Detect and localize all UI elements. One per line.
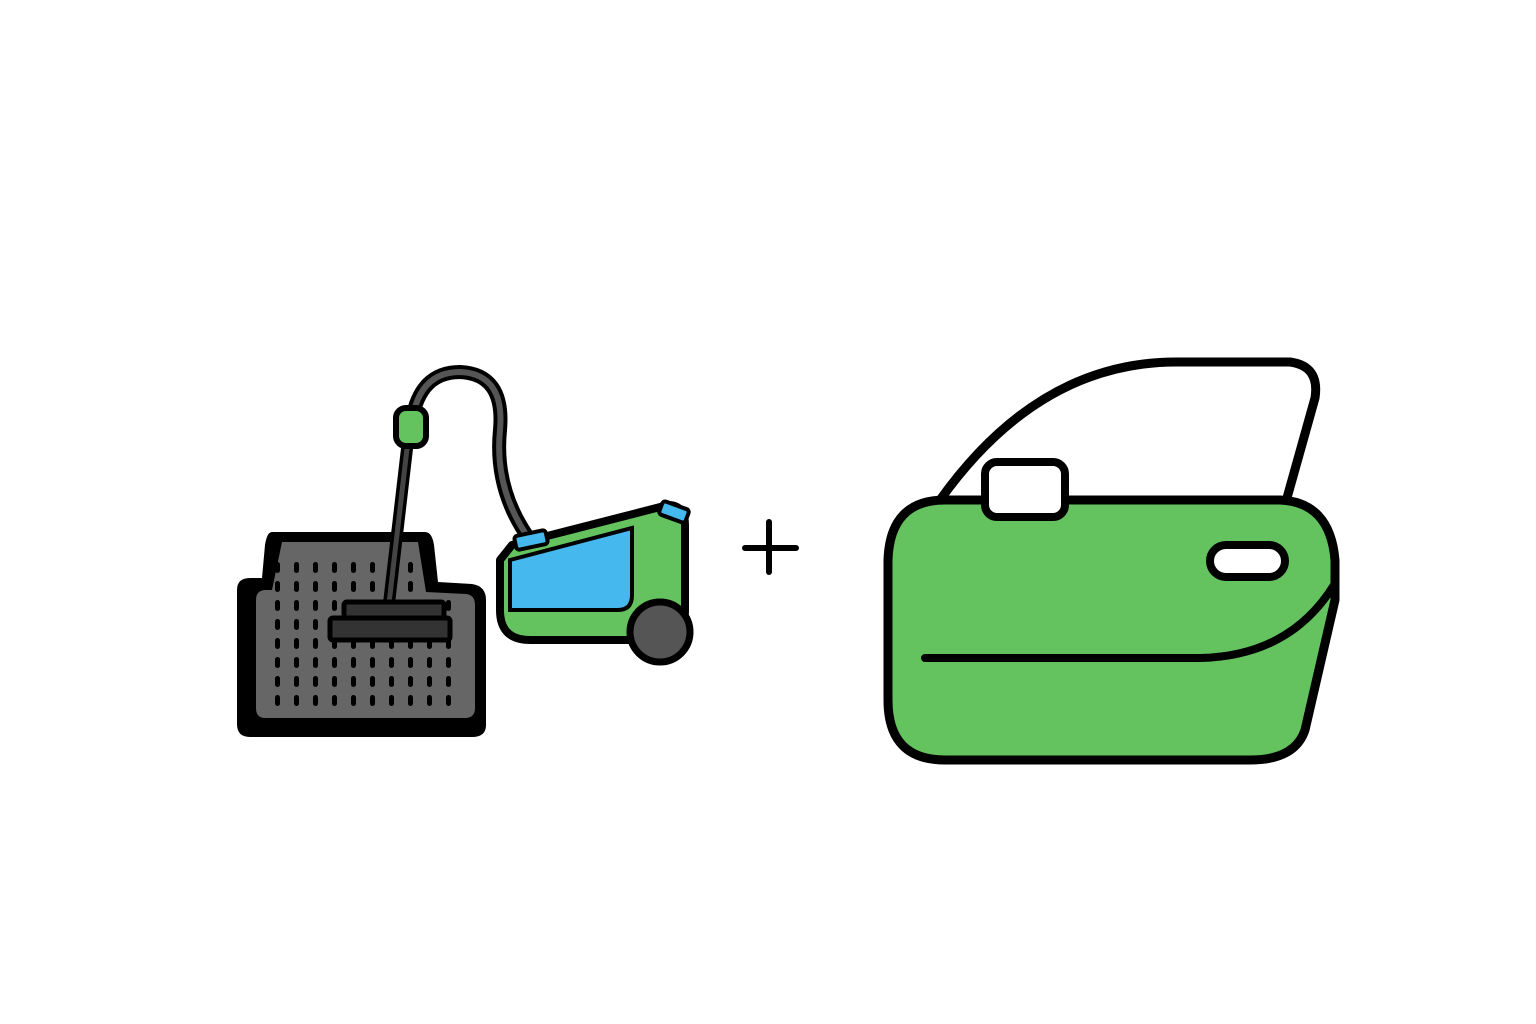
mat-dot <box>294 600 299 611</box>
mat-dot <box>313 619 318 630</box>
mat-dot <box>313 676 318 687</box>
mat-dot <box>446 695 451 706</box>
mat-dot <box>332 657 337 668</box>
mat-dot <box>332 676 337 687</box>
mat-dot <box>351 562 356 573</box>
mat-dot <box>370 657 375 668</box>
mat-dot <box>313 657 318 668</box>
mat-dot <box>332 581 337 592</box>
mat-dot <box>408 581 413 592</box>
mat-dot <box>275 581 280 592</box>
mat-dot <box>408 657 413 668</box>
mat-dot <box>275 638 280 649</box>
mat-dot <box>313 562 318 573</box>
mat-dot <box>275 600 280 611</box>
mat-dot <box>332 695 337 706</box>
mat-dot <box>313 695 318 706</box>
mat-dot <box>446 657 451 668</box>
mat-dot <box>275 695 280 706</box>
mat-dot <box>332 562 337 573</box>
mat-dot <box>332 600 337 611</box>
mat-dot <box>275 657 280 668</box>
mat-dot <box>370 695 375 706</box>
mat-dot <box>275 562 280 573</box>
mat-dot <box>294 581 299 592</box>
mat-dot <box>389 676 394 687</box>
mat-dot <box>427 657 432 668</box>
wheel <box>626 598 694 666</box>
vacuum-head <box>327 599 453 643</box>
mat-dot <box>294 562 299 573</box>
mat-dot <box>351 676 356 687</box>
plus-icon <box>742 519 799 575</box>
mat-dot <box>351 581 356 592</box>
mat-dot <box>389 695 394 706</box>
mat-dot <box>294 638 299 649</box>
mat-dot <box>313 638 318 649</box>
mat-dot <box>275 676 280 687</box>
mat-dot <box>408 562 413 573</box>
mat-dot <box>294 676 299 687</box>
mat-dot <box>389 657 394 668</box>
mat-dot <box>351 657 356 668</box>
mat-dot <box>427 695 432 706</box>
mat-dot <box>370 676 375 687</box>
mat-dot <box>275 619 280 630</box>
mat-dot <box>408 695 413 706</box>
mat-dot <box>294 619 299 630</box>
wand-grip <box>393 405 429 449</box>
mat-dot <box>408 676 413 687</box>
window-frame <box>936 357 1321 507</box>
mirror-mount <box>981 458 1069 521</box>
car-door-icon <box>883 357 1340 765</box>
mat-dot <box>313 581 318 592</box>
mat-dot <box>446 676 451 687</box>
mat-dot <box>446 600 451 611</box>
door-handle <box>1206 541 1289 581</box>
vacuum-body-icon <box>496 499 694 666</box>
mat-dot <box>351 695 356 706</box>
mat-dot <box>313 600 318 611</box>
mat-dot <box>370 562 375 573</box>
mat-dot <box>294 695 299 706</box>
mat-dot <box>427 676 432 687</box>
mat-dot <box>294 657 299 668</box>
mat-dot <box>370 581 375 592</box>
